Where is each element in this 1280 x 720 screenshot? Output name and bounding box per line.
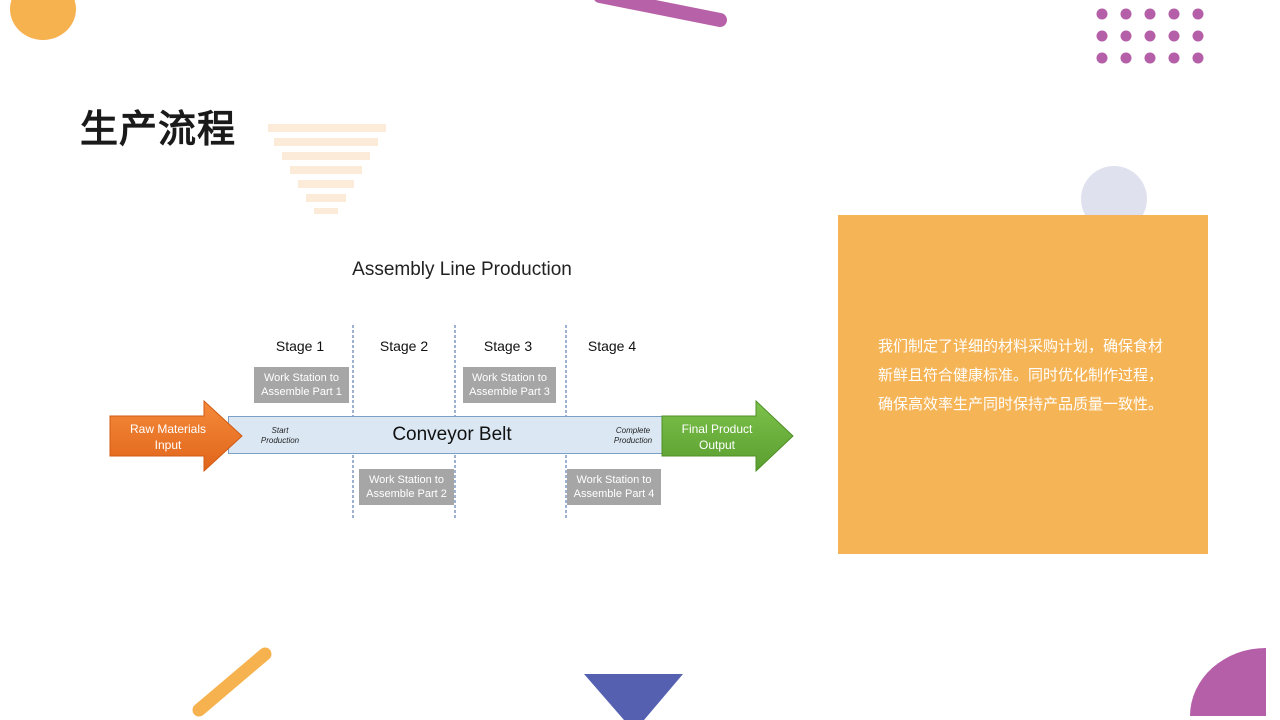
raw-materials-arrow <box>109 400 243 473</box>
page-title: 生产流程 <box>80 107 237 151</box>
purple-stroke-decoration <box>594 0 727 27</box>
dot <box>1120 8 1132 20</box>
raw-materials-label: Raw Materials Input <box>118 421 218 453</box>
dot <box>1192 30 1204 42</box>
striped-triangle-decoration <box>268 124 386 214</box>
assembly-line-diagram <box>0 0 1 1</box>
ws-1-line2: Assemble Part 1 <box>261 386 342 398</box>
complete-production-label: Complete Production <box>602 426 664 446</box>
dot <box>1192 8 1204 20</box>
dot <box>1144 30 1156 42</box>
stage-4-label: Stage 4 <box>587 338 637 354</box>
final-product-arrow <box>661 400 794 473</box>
dot <box>1096 8 1108 20</box>
purple-dot-grid-decoration <box>1096 8 1204 64</box>
description-panel <box>838 215 1208 554</box>
start-production-label: Start Production <box>250 426 310 446</box>
dot <box>1168 30 1180 42</box>
dot <box>1168 8 1180 20</box>
blue-triangle-decoration <box>584 674 683 720</box>
stage-3-label: Stage 3 <box>483 338 533 354</box>
ws-3-line1: Work Station to <box>471 372 547 384</box>
dot <box>1144 52 1156 64</box>
ws-1-line1: Work Station to <box>263 372 339 384</box>
output-line1: Final Product <box>681 422 753 436</box>
dot <box>1168 52 1180 64</box>
work-station-1: Work Station to Assemble Part 1 <box>254 367 349 403</box>
dot <box>1192 52 1204 64</box>
ws-4-line1: Work Station to <box>576 474 652 486</box>
ws-2-line2: Assemble Part 2 <box>366 488 447 500</box>
output-line2: Output <box>698 438 736 452</box>
work-station-2: Work Station to Assemble Part 2 <box>359 469 454 505</box>
start-line1: Start <box>271 426 289 435</box>
diagram-title: Assembly Line Production <box>352 259 572 280</box>
dot <box>1096 52 1108 64</box>
dot <box>1120 52 1132 64</box>
stage-1-label: Stage 1 <box>275 338 325 354</box>
work-station-4: Work Station to Assemble Part 4 <box>567 469 661 505</box>
stage-2-label: Stage 2 <box>379 338 429 354</box>
description-text: 我们制定了详细的材料采购计划，确保食材新鲜且符合健康标准。同时优化制作过程，确保… <box>878 337 1164 413</box>
orange-stroke-decoration <box>192 647 272 717</box>
final-product-label: Final Product Output <box>666 421 768 453</box>
complete-line2: Production <box>613 436 653 445</box>
dot <box>1120 30 1132 42</box>
work-station-3: Work Station to Assemble Part 3 <box>463 367 556 403</box>
orange-circle-decoration <box>10 0 76 40</box>
complete-line1: Complete <box>615 426 651 435</box>
input-line2: Input <box>154 438 182 452</box>
conveyor-belt <box>228 416 678 454</box>
ws-3-line2: Assemble Part 3 <box>469 386 550 398</box>
purple-quarter-circle-decoration <box>1190 648 1266 716</box>
dot <box>1144 8 1156 20</box>
conveyor-belt-label: Conveyor Belt <box>392 424 512 445</box>
start-line2: Production <box>260 436 300 445</box>
dot <box>1096 30 1108 42</box>
ws-4-line2: Assemble Part 4 <box>573 488 655 500</box>
input-line1: Raw Materials <box>129 422 207 436</box>
ws-2-line1: Work Station to <box>368 474 444 486</box>
